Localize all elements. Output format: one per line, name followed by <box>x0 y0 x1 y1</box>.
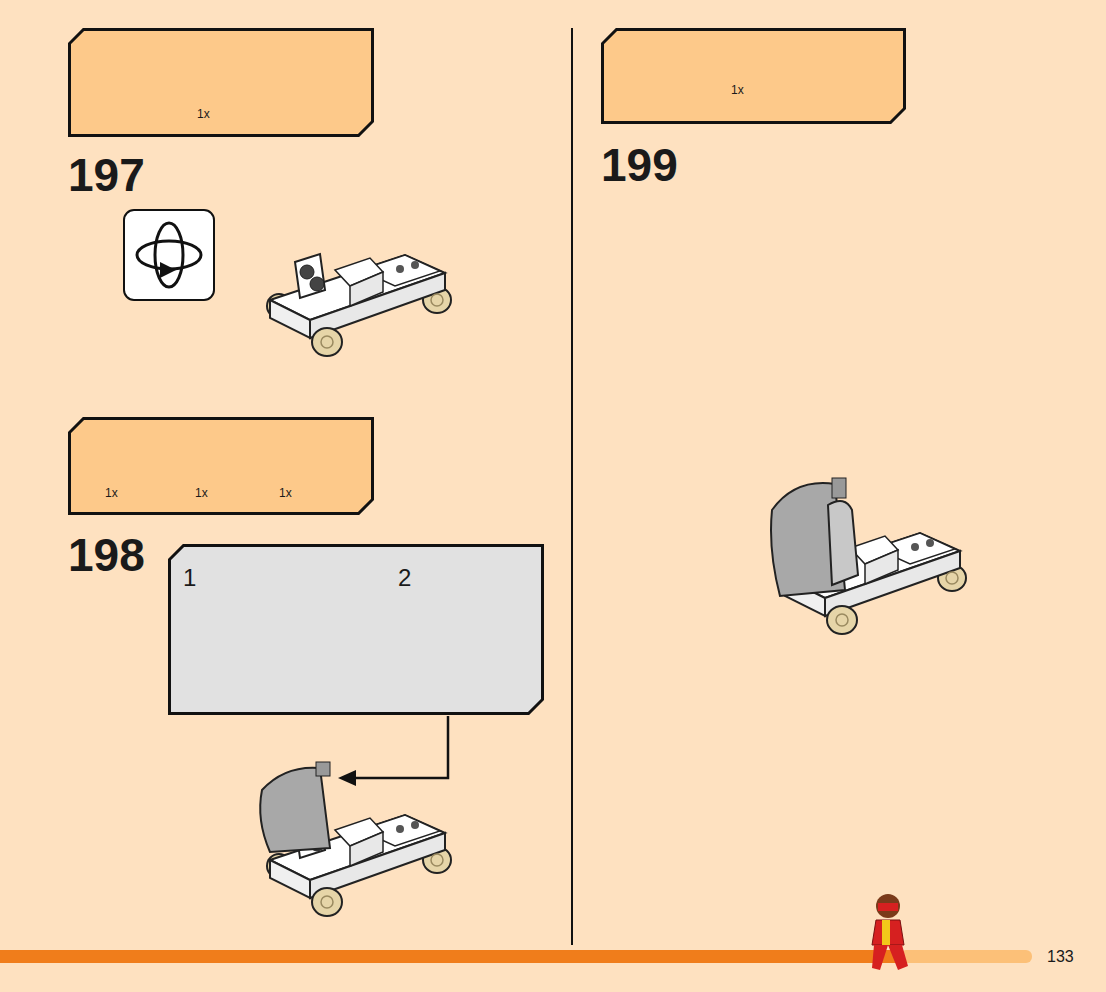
step-number: 199 <box>601 142 678 188</box>
step-number: 198 <box>68 532 145 578</box>
parts-callout: 1x 1x 1x <box>68 417 374 515</box>
part-count: 1x <box>105 487 118 499</box>
minifigure <box>872 894 908 970</box>
rotate-icon <box>124 210 214 300</box>
divider <box>571 28 573 945</box>
callout-border <box>70 419 373 514</box>
part-count: 1x <box>195 487 208 499</box>
part-count: 1x <box>731 84 744 96</box>
step-number: 197 <box>68 152 145 198</box>
part-count: 1x <box>197 108 210 120</box>
callout-border <box>603 30 905 123</box>
progress-bar <box>0 950 900 963</box>
model <box>771 478 966 634</box>
model <box>260 762 451 916</box>
parts-callout: 1x <box>601 28 906 124</box>
callout-border <box>170 546 543 714</box>
sub-step-number: 2 <box>398 566 411 590</box>
model <box>267 254 451 356</box>
callout-outline <box>68 417 374 515</box>
placement-arrow <box>352 716 448 778</box>
arrow-head <box>338 770 356 786</box>
callout-outline <box>601 28 906 124</box>
callout-outline <box>168 544 544 715</box>
page-number: 133 <box>1047 949 1074 965</box>
sub-step-number: 1 <box>183 566 196 590</box>
callout-border <box>70 30 373 136</box>
subassembly-box: 12 <box>168 544 544 715</box>
progress-bar-rest <box>900 950 1032 963</box>
parts-callout: 1x <box>68 28 374 137</box>
part-count: 1x <box>279 487 292 499</box>
callout-outline <box>68 28 374 137</box>
